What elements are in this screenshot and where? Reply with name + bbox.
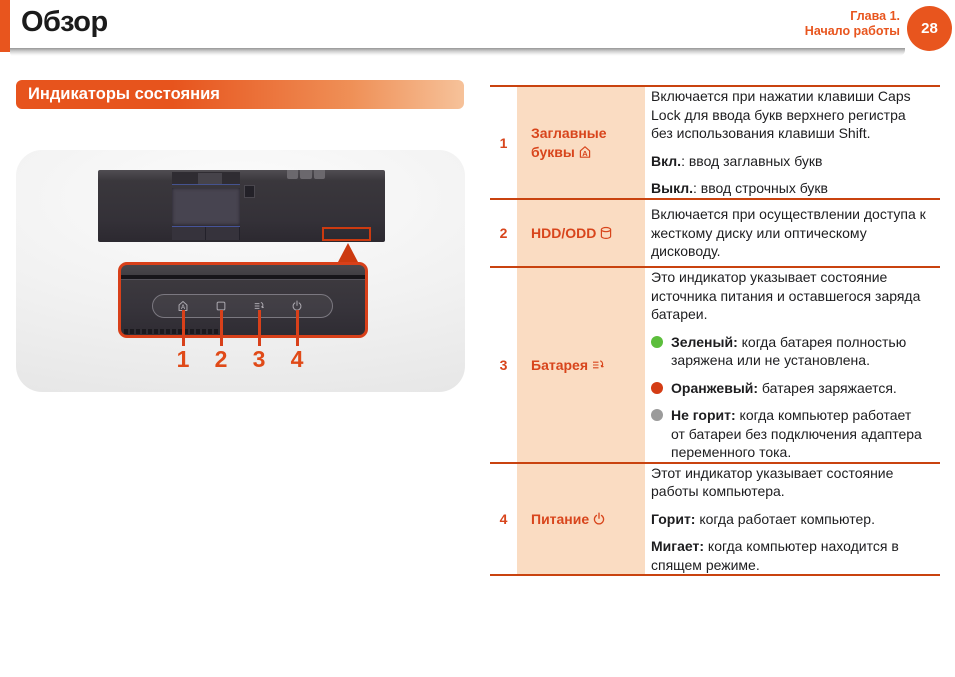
table-row-hdd-odd: 2 HDD/ODD Включается при осуществлении д… xyxy=(490,198,940,266)
table-row-battery: 3 Батарея Это индикатор указывает состоя… xyxy=(490,266,940,462)
description-paragraph: Включается при осуществлении доступа к ж… xyxy=(651,206,926,260)
row-description: Включается при нажатии клавиши Caps Lock… xyxy=(645,87,940,198)
callout-line-4 xyxy=(296,310,299,346)
description-paragraph: Этот индикатор указывает состояние работ… xyxy=(651,464,894,500)
hotkey-buttons xyxy=(287,170,325,179)
description-bullet: Не горит: когда компьютер работает от ба… xyxy=(651,406,926,462)
description-bullet: Зеленый: когда батарея полностью заряжен… xyxy=(651,333,926,370)
hdd-icon xyxy=(601,226,612,239)
caps-lock-icon: A xyxy=(579,145,591,157)
row-description: Включается при осуществлении доступа к ж… xyxy=(645,200,940,266)
callout-number-1: 1 xyxy=(176,346,190,372)
laptop-palmrest-photo xyxy=(98,170,385,242)
section-title: Индикаторы состояния xyxy=(28,85,220,103)
vent-holes xyxy=(124,329,219,334)
row-number: 1 xyxy=(499,134,508,151)
description-bullet: Оранжевый: батарея заряжается. xyxy=(651,379,926,398)
callout-number-3: 3 xyxy=(252,346,266,372)
description-paragraph: Мигает: когда компьютер находится в спящ… xyxy=(651,538,899,573)
row-description: Этот индикатор указывает состояние работ… xyxy=(645,464,940,574)
row-description: Это индикатор указывает состояние источн… xyxy=(645,268,940,462)
section-header: Индикаторы состояния xyxy=(16,80,464,109)
svg-text:A: A xyxy=(181,305,186,311)
accent-bar xyxy=(0,0,10,52)
chapter-line2: Начало работы xyxy=(804,24,900,38)
indicator-area-callout xyxy=(322,227,371,241)
hdd-indicator-icon xyxy=(216,301,226,311)
table-row-power: 4 Питание Этот индикатор указывает состо… xyxy=(490,462,940,576)
chapter-info: Глава 1. Начало работы xyxy=(805,9,900,39)
battery-icon xyxy=(593,359,604,368)
touchpad-lower-buttons xyxy=(172,226,240,240)
status-indicators-figure: A 1 2 3 4 xyxy=(16,150,465,392)
callout-line-2 xyxy=(220,310,223,346)
row-number: 3 xyxy=(499,357,508,373)
callout-number-2: 2 xyxy=(214,346,228,372)
description-paragraph: Горит: когда работает компьютер. xyxy=(651,510,875,527)
chapter-line1: Глава 1. xyxy=(850,9,900,23)
green-status-dot xyxy=(651,335,663,348)
description-paragraph: Выкл.: ввод строчных букв xyxy=(651,180,828,197)
indicators-zoom-view: A xyxy=(118,262,368,338)
title-divider xyxy=(10,48,905,56)
callout-line-3 xyxy=(258,310,261,346)
touchpad-upper-middle-button xyxy=(198,173,222,184)
row-label: Питание xyxy=(517,464,645,574)
callout-number-4: 4 xyxy=(290,346,304,372)
svg-text:A: A xyxy=(582,148,588,157)
row-label: Батарея xyxy=(517,268,645,462)
fingerprint-sensor xyxy=(244,185,255,198)
row-label: HDD/ODD xyxy=(517,200,645,266)
caps-lock-indicator-icon: A xyxy=(178,301,188,311)
hinge-groove xyxy=(121,275,365,280)
row-number: 4 xyxy=(499,511,508,527)
description-paragraph: Это индикатор указывает состояние источн… xyxy=(651,269,921,323)
row-number: 2 xyxy=(499,225,508,241)
orange-status-dot xyxy=(651,381,663,394)
power-icon xyxy=(593,512,605,525)
battery-indicator-icon xyxy=(254,301,264,309)
callout-line-1 xyxy=(182,310,185,346)
touchpad xyxy=(172,188,240,225)
description-paragraph: Включается при нажатии клавиши Caps Lock… xyxy=(651,88,911,142)
description-paragraph: Вкл.: ввод заглавных букв xyxy=(651,152,823,169)
callout-arrow xyxy=(338,243,358,262)
page-number-badge: 28 xyxy=(907,6,952,51)
indicator-strip xyxy=(152,294,333,318)
page-title: Обзор xyxy=(21,6,108,38)
gray-status-dot xyxy=(651,409,663,422)
